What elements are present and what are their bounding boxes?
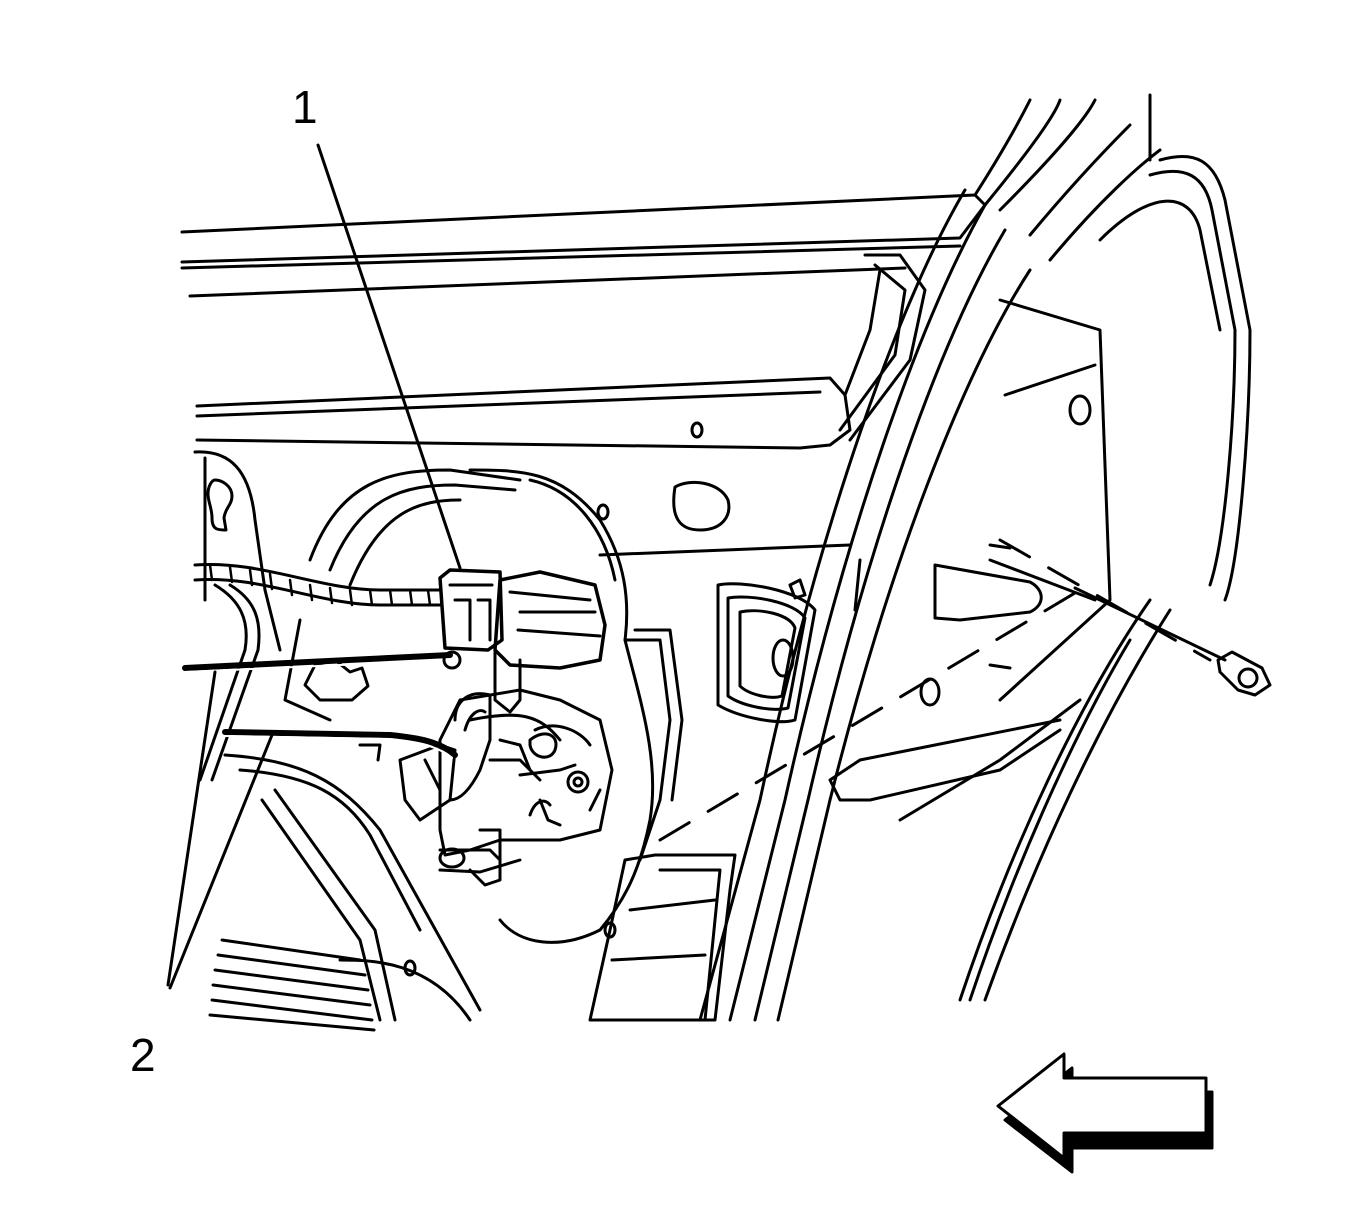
- inner-door-panel: [658, 298, 1212, 842]
- wire-harness: [193, 562, 442, 607]
- left-panel: [193, 421, 862, 1022]
- door-edge-pillar: [698, 93, 1252, 1022]
- leader-lines: [166, 143, 462, 990]
- bolt-icon: [1073, 586, 1272, 697]
- access-hole: [716, 578, 817, 724]
- callout-1-leader: [316, 143, 462, 570]
- callout-label-2: 2: [130, 1029, 156, 1081]
- callout-2-leader-a: [166, 670, 217, 987]
- direction-arrow-icon: [996, 1052, 1214, 1174]
- upper-door-frame: [180, 193, 987, 450]
- latch-assembly: [398, 568, 614, 887]
- actuating-rods: [182, 650, 462, 762]
- callout-2-leader-b: [168, 733, 274, 990]
- callout-label-1: 1: [292, 81, 318, 133]
- lower-opening: [588, 628, 737, 1022]
- lower-trim: [208, 753, 482, 1032]
